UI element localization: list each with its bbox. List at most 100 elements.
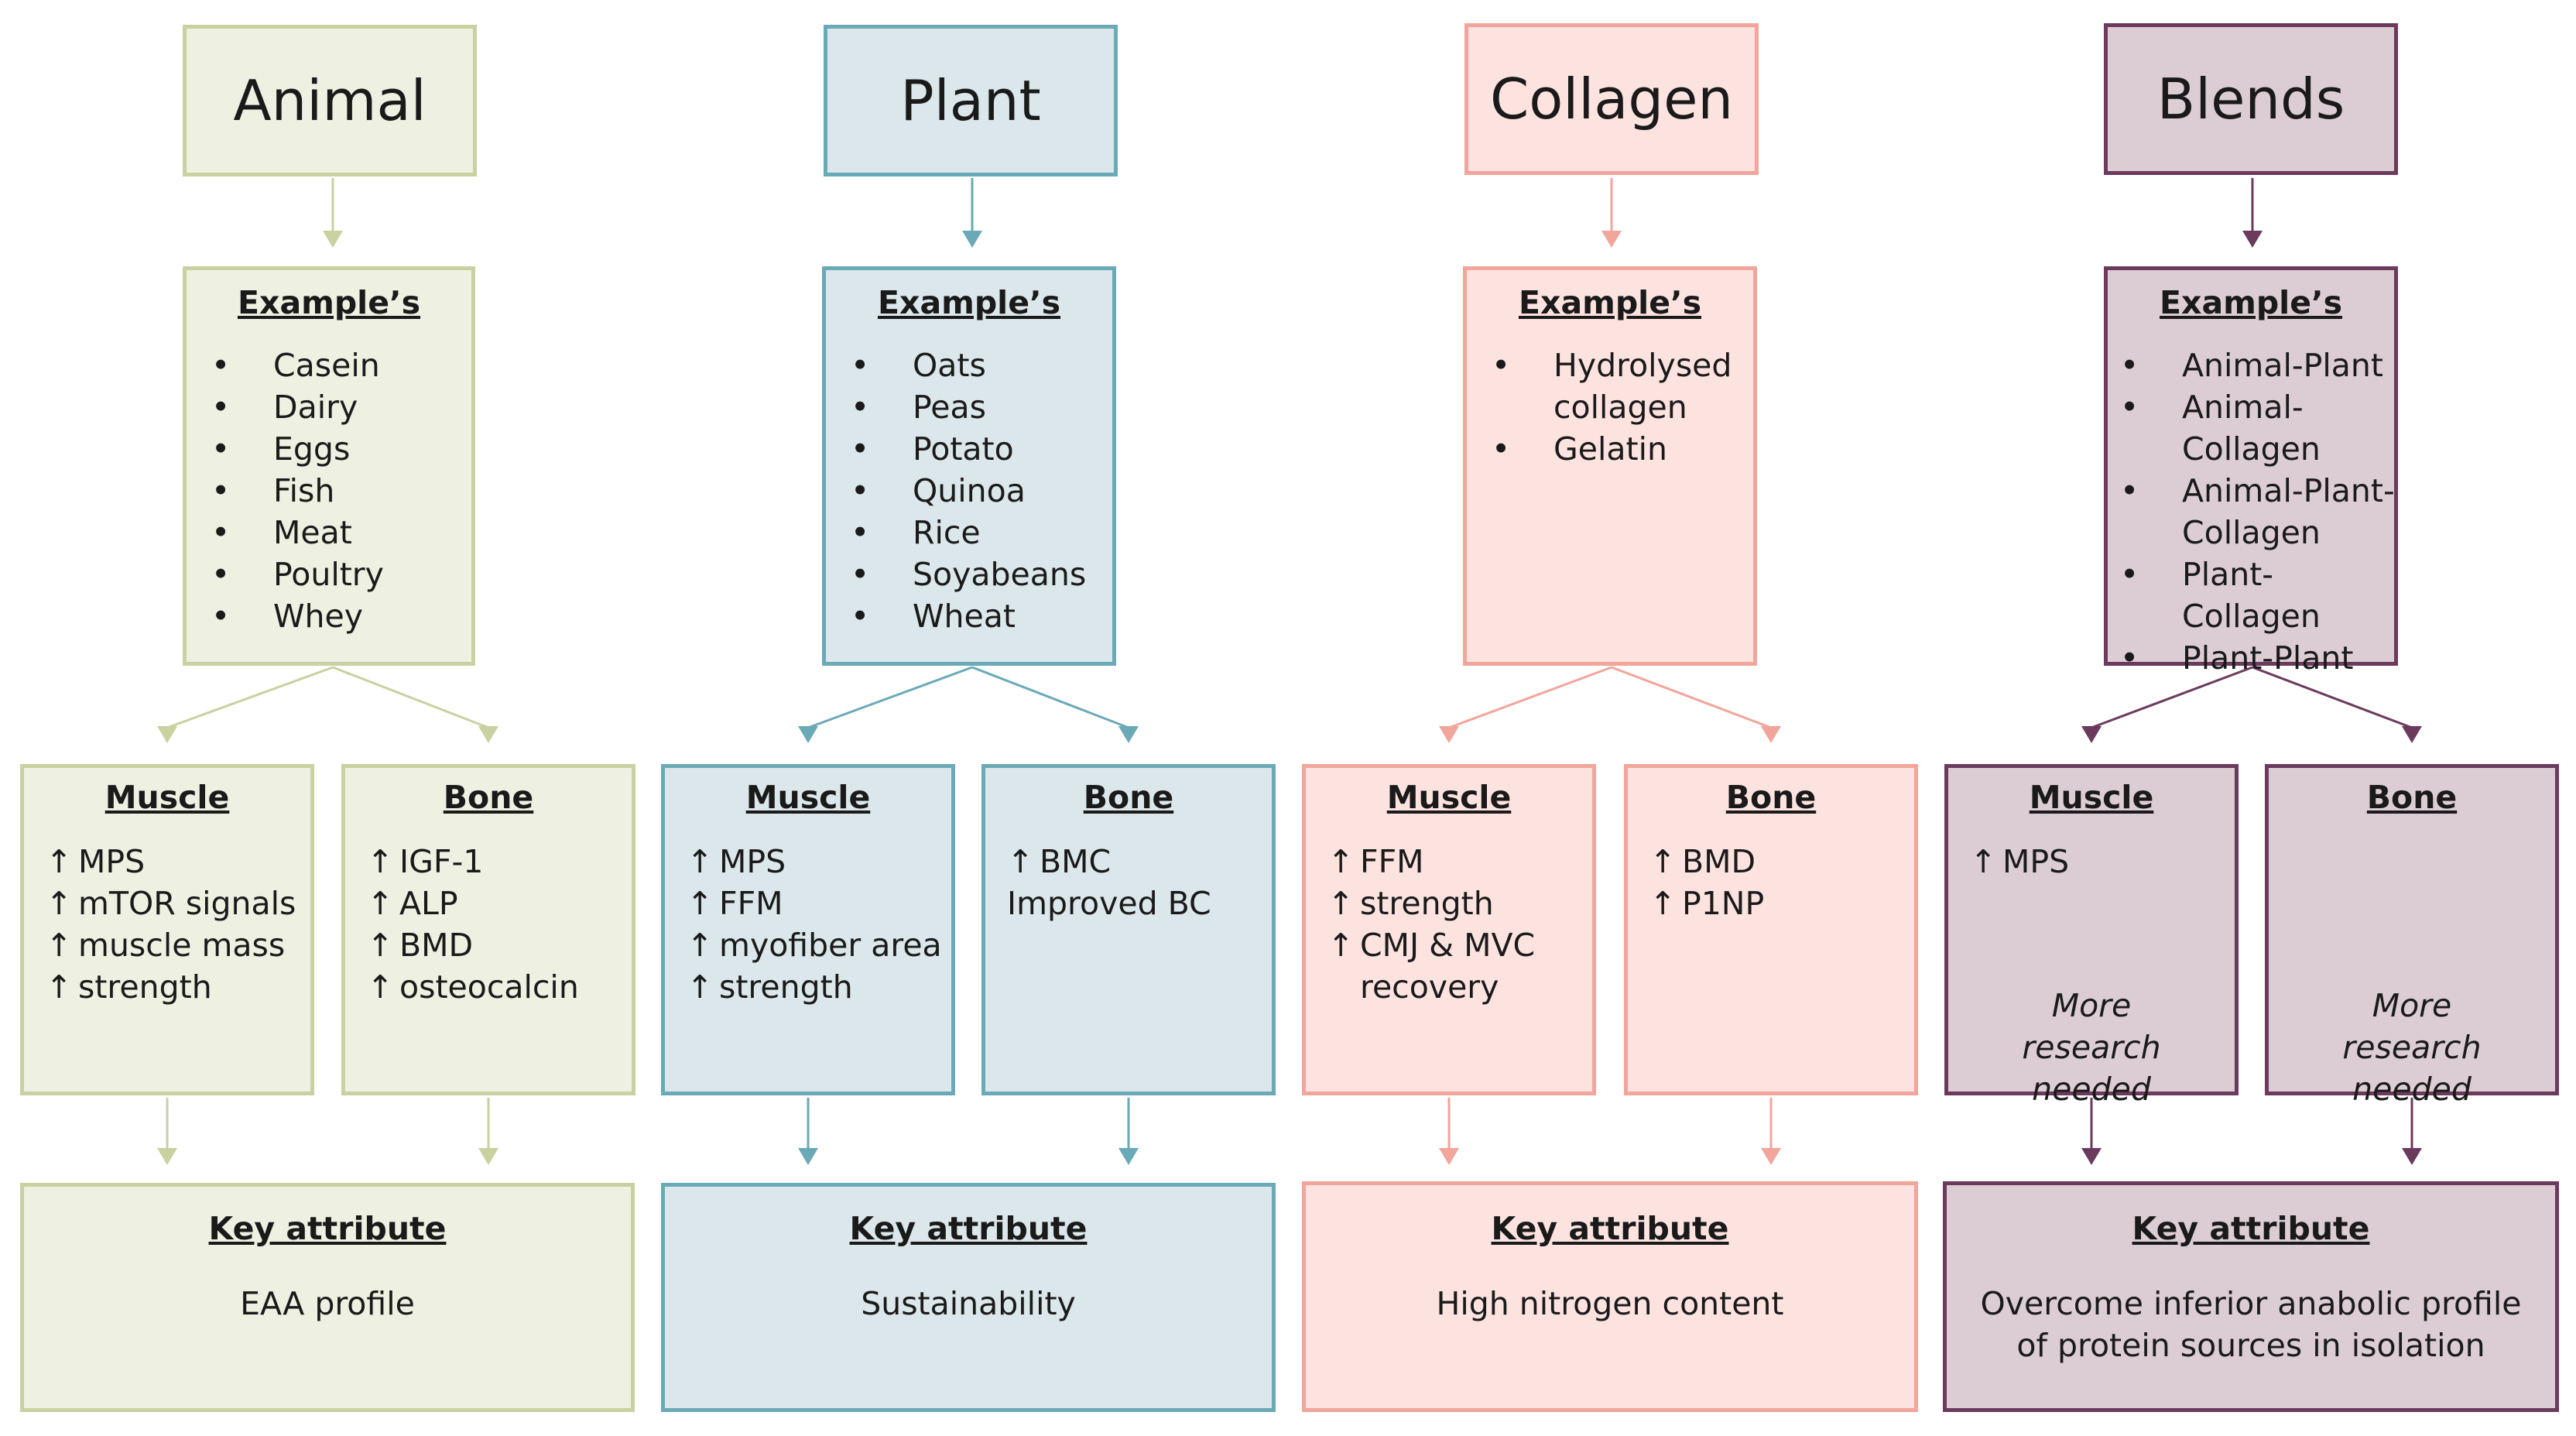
example-label: Peas	[913, 389, 986, 426]
example-label: Dairy	[273, 389, 358, 426]
bullet-icon: •	[211, 514, 231, 551]
bullet-icon: •	[211, 430, 231, 468]
example-label: Animal-Plant-Collagen	[2182, 472, 2395, 551]
bullet-icon: •	[2120, 556, 2139, 593]
blends-muscle-box: Muscle ↑MPS More research needed	[1944, 764, 2239, 1108]
animal-title: Animal	[233, 68, 426, 133]
plant-examples-list: •Oats•Peas•Potato•Quinoa•Rice•Soyabeans•…	[851, 344, 1106, 637]
connector-line	[2252, 666, 2413, 729]
example-item: • Plant-Plant	[2120, 637, 2406, 679]
arrow-up-icon: ↑	[1970, 843, 1997, 880]
animal-bone-heading: Bone	[443, 779, 534, 816]
example-item: •Peas	[851, 386, 1106, 428]
arrow-up-icon: ↑	[1327, 927, 1355, 964]
plant-examples-box: Example’s •Oats•Peas•Potato•Quinoa•Rice•…	[822, 266, 1116, 666]
example-item: •Potato	[851, 428, 1106, 470]
arrowhead-icon	[1601, 231, 1622, 248]
collagen-key-heading: Key attribute	[1491, 1210, 1729, 1247]
connector-line	[1611, 666, 1772, 729]
example-item: •Quinoa	[851, 470, 1106, 512]
example-item: • Oats	[851, 344, 1106, 386]
bullet-icon: •	[851, 472, 870, 509]
arrowhead-icon	[2081, 1148, 2102, 1165]
animal-muscle-effects: ↑MPS↑mTOR signals↑muscle mass↑strength	[46, 841, 310, 1008]
blends-examples-box: Example’s •Animal-Plant•Animal-Collagen•…	[2104, 266, 2398, 677]
plant-key-heading: Key attribute	[849, 1210, 1088, 1247]
example-label: Plant-Plant	[2182, 639, 2354, 677]
arrowhead-icon	[1761, 726, 1781, 743]
effect-item: ↑ALP	[367, 883, 632, 924]
animal-key-heading: Key attribute	[208, 1210, 447, 1247]
arrowhead-icon	[2402, 1148, 2422, 1165]
blends-key-text: Overcome inferior anabolic profile of pr…	[1980, 1285, 2522, 1364]
animal-examples-list: •Casein•Dairy•Eggs•Fish•Meat•Poultry•Whe…	[211, 344, 467, 637]
connector-line	[1448, 666, 1612, 729]
arrow-up-icon: ↑	[1649, 885, 1677, 922]
arrow-up-icon: ↑	[687, 843, 714, 880]
effect-label: strength	[719, 968, 853, 1006]
connector-line	[807, 666, 973, 729]
arrow-up-icon: ↑	[1327, 885, 1355, 922]
effect-plain: Improved BC	[1007, 885, 1211, 922]
effect-item: ↑myofiber area	[687, 924, 951, 966]
animal-muscle-box: Muscle ↑MPS↑mTOR signals↑muscle mass↑str…	[20, 764, 314, 1095]
example-label: Meat	[273, 514, 352, 551]
effect-label: BMD	[399, 927, 474, 964]
arrow-up-icon: ↑	[367, 843, 394, 880]
effect-label: MPS	[78, 843, 146, 880]
collagen-key-text: High nitrogen content	[1436, 1285, 1784, 1322]
effect-item: ↑P1NP	[1649, 883, 1914, 924]
effect-item: ↑strength	[1327, 883, 1592, 924]
arrow-up-icon: ↑	[46, 968, 73, 1006]
example-item: •Animal-Collagen	[2120, 386, 2406, 470]
collagen-examples-box: Example’s •Hydrolysed collagen•Gelatin	[1463, 266, 1757, 666]
effect-label: IGF-1	[399, 843, 484, 880]
bullet-icon: •	[851, 347, 870, 384]
effect-item: ↑FFM	[1327, 841, 1592, 883]
effect-item: ↑MPS	[687, 841, 951, 883]
example-label: Eggs	[273, 430, 351, 468]
effect-item: ↑mTOR signals	[46, 883, 310, 924]
example-item: •Fish	[211, 470, 467, 512]
arrowhead-icon	[1439, 1148, 1459, 1165]
animal-bone-box: Bone ↑IGF-1↑ALP↑BMD↑osteocalcin	[341, 764, 635, 1095]
effect-item: ↑strength	[46, 966, 310, 1008]
example-item: •Rice	[851, 512, 1106, 553]
blends-bone-note: More research needed	[2342, 987, 2482, 1108]
bullet-icon: •	[2120, 639, 2139, 677]
effect-label: mTOR signals	[78, 885, 296, 922]
arrow-up-icon: ↑	[46, 885, 73, 922]
example-item: • Meat	[211, 512, 467, 553]
arrow-up-icon: ↑	[1327, 843, 1355, 880]
bullet-icon: •	[851, 598, 870, 635]
arrowhead-icon	[1118, 1148, 1139, 1165]
arrowhead-icon	[478, 726, 498, 743]
example-label: Potato	[913, 430, 1014, 468]
effect-item: ↑MPS	[46, 841, 310, 883]
arrow-up-icon: ↑	[46, 843, 73, 880]
bullet-icon: •	[211, 347, 231, 384]
effect-item: ↑muscle mass	[46, 924, 310, 966]
arrow-up-icon: ↑	[367, 968, 394, 1006]
arrowhead-icon	[1761, 1148, 1781, 1165]
bullet-icon: •	[211, 389, 231, 426]
bullet-icon: •	[1492, 430, 1511, 468]
effect-label: strength	[1360, 885, 1494, 922]
arrow-up-icon: ↑	[367, 927, 394, 964]
blends-bone-heading: Bone	[2366, 779, 2458, 816]
plant-key-text: Sustainability	[861, 1285, 1076, 1322]
collagen-title: Collagen	[1489, 67, 1734, 132]
blends-key-heading: Key attribute	[2132, 1210, 2370, 1247]
plant-muscle-box: Muscle ↑MPS↑FFM↑myofiber area↑strength	[661, 764, 955, 1095]
blends-muscle-note: More research needed	[2022, 987, 2161, 1108]
effect-label: strength	[78, 968, 212, 1006]
effect-label: FFM	[719, 885, 783, 922]
effect-label: osteocalcin	[399, 968, 579, 1006]
example-item: •Casein	[211, 344, 467, 386]
example-label: Wheat	[913, 598, 1016, 635]
effect-item: ↑FFM	[687, 883, 951, 924]
example-label: Oats	[913, 347, 986, 384]
blends-muscle-effects: ↑MPS	[1970, 841, 2235, 883]
plant-key-box: Key attribute Sustainability	[661, 1183, 1276, 1412]
